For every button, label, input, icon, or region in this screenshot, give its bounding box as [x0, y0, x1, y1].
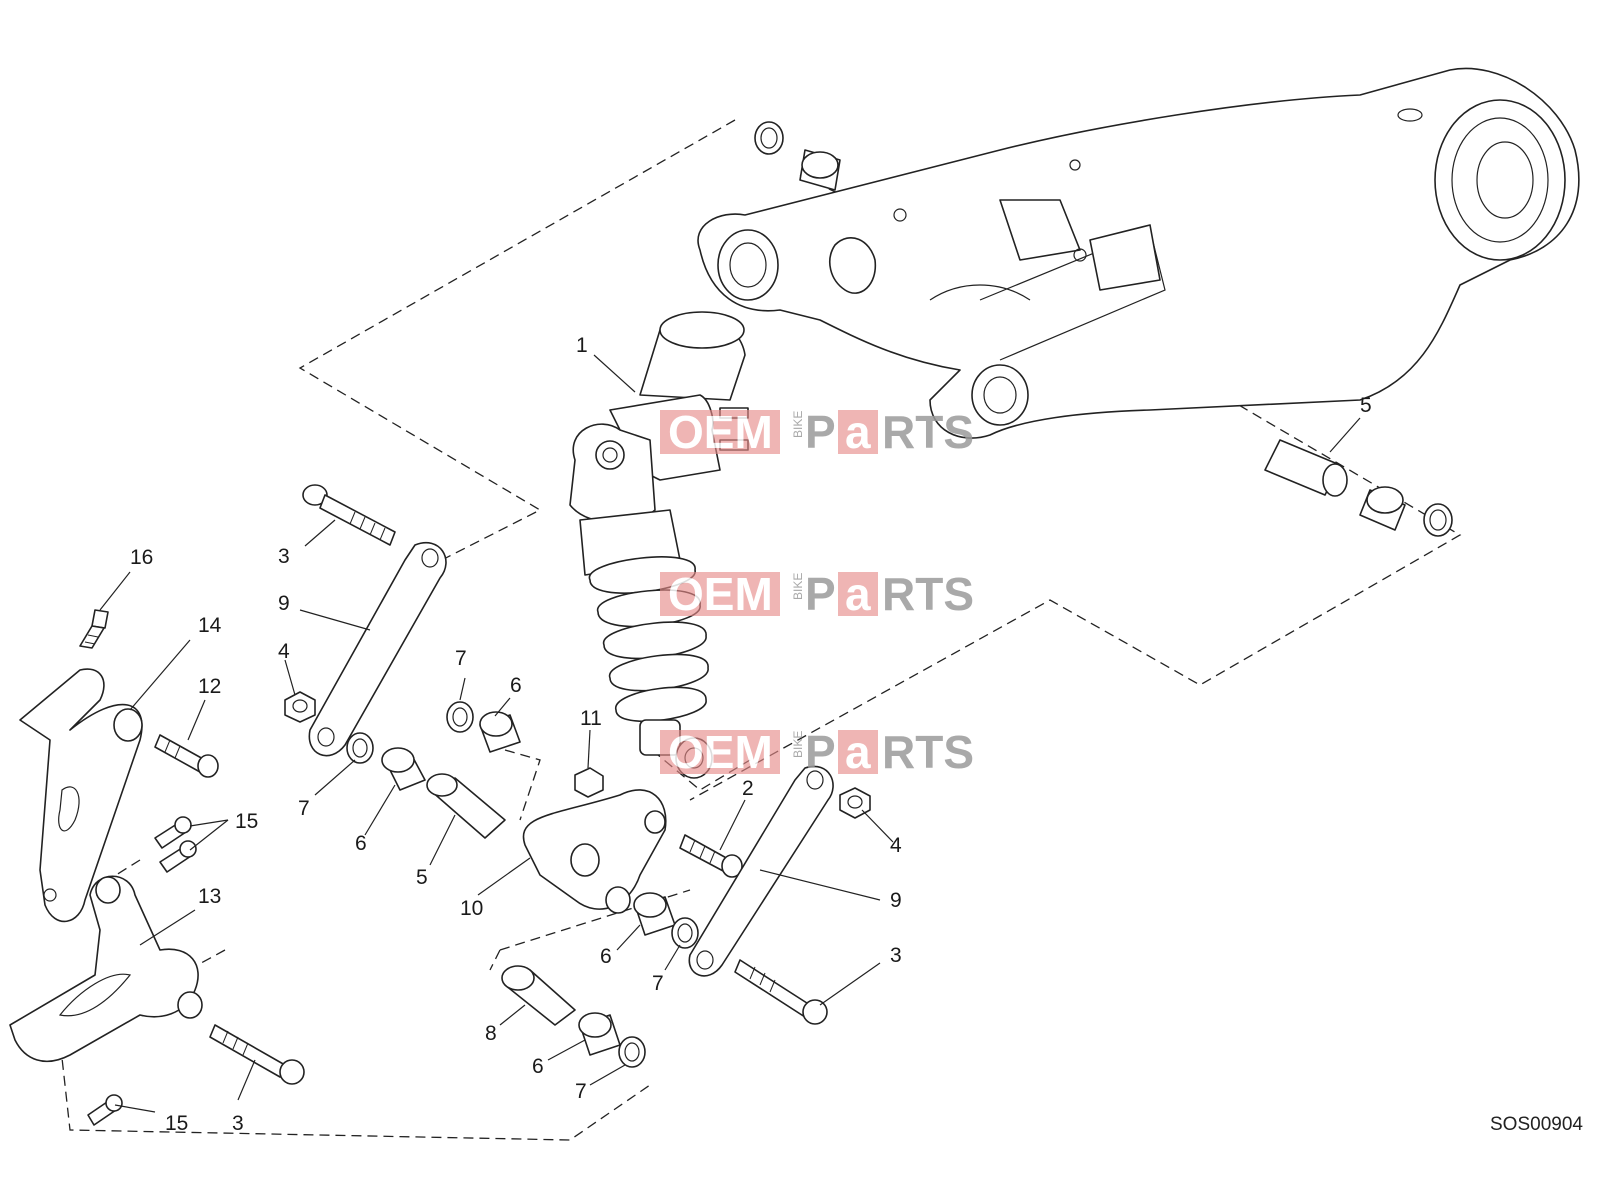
bolt-15-bottom — [87, 1094, 123, 1126]
svg-text:P: P — [805, 726, 836, 778]
svg-text:a: a — [845, 568, 871, 620]
bracket-14 — [19, 668, 143, 923]
svg-text:P: P — [805, 406, 836, 458]
svg-text:OEM: OEM — [668, 568, 773, 620]
watermark-logo: OEM BIKE P a RTS — [660, 406, 974, 458]
ring-7-a — [346, 732, 374, 764]
bolt-12 — [154, 734, 219, 778]
bolt-16 — [79, 609, 109, 649]
link-9-right — [688, 765, 834, 977]
watermark-logo: OEM BIKE P a RTS — [660, 568, 974, 620]
bush-6-c — [633, 892, 676, 936]
callout-10: 10 — [460, 897, 483, 920]
ring-right — [1423, 503, 1453, 537]
bolt-3-right — [734, 959, 828, 1025]
callout-14: 14 — [198, 614, 222, 637]
callout-7-a: 7 — [455, 647, 467, 670]
nut-11 — [574, 767, 604, 798]
svg-text:OEM: OEM — [668, 726, 773, 778]
svg-text:OEM: OEM — [668, 406, 773, 458]
callout-5-b: 5 — [416, 866, 428, 889]
callout-1: 1 — [576, 334, 588, 357]
svg-text:a: a — [845, 726, 871, 778]
bolts-15-pair — [154, 816, 197, 873]
callout-3-a: 3 — [278, 545, 290, 568]
svg-text:RTS: RTS — [882, 726, 974, 778]
callout-6-a: 6 — [510, 674, 522, 697]
callout-3-c: 3 — [232, 1112, 244, 1135]
ring-7-b — [446, 701, 474, 733]
bracket-13 — [9, 875, 203, 1063]
callout-4-a: 4 — [278, 640, 290, 663]
callout-13: 13 — [198, 885, 221, 908]
diagram-code: SOS00904 — [1490, 1114, 1583, 1135]
callout-8: 8 — [485, 1022, 497, 1045]
spacer-right — [1359, 486, 1406, 531]
spacer-top — [799, 149, 841, 191]
bush-6-d — [578, 1012, 621, 1056]
svg-text:RTS: RTS — [882, 568, 974, 620]
leader-lines — [99, 354, 1361, 1113]
sleeve-8 — [501, 965, 576, 1026]
callout-9-b: 9 — [890, 889, 902, 912]
bolt-2 — [679, 834, 743, 878]
callout-9-a: 9 — [278, 592, 290, 615]
svg-text:BIKE: BIKE — [791, 731, 805, 758]
nut-4-left — [284, 691, 316, 723]
callout-6-b: 6 — [355, 832, 367, 855]
callout-7-c: 7 — [652, 972, 664, 995]
ring-7-c — [671, 917, 699, 949]
sleeve-5 — [426, 773, 506, 839]
callout-7-d: 7 — [575, 1080, 587, 1103]
callout-2: 2 — [742, 777, 754, 800]
callout-7-b: 7 — [298, 797, 310, 820]
callout-5-a: 5 — [1360, 394, 1372, 417]
svg-text:BIKE: BIKE — [791, 411, 805, 438]
svg-text:RTS: RTS — [882, 406, 974, 458]
svg-text:a: a — [845, 406, 871, 458]
bolt-3-bottom — [209, 1024, 305, 1085]
callout-16: 16 — [130, 546, 153, 569]
callout-15-a: 15 — [235, 810, 258, 833]
pin-right — [1264, 439, 1348, 497]
bush-6-a — [381, 747, 426, 791]
callout-15-b: 15 — [165, 1112, 188, 1135]
ring-top — [754, 121, 784, 155]
callout-12: 12 — [198, 675, 221, 698]
callout-4-b: 4 — [890, 834, 902, 857]
rocker-10 — [522, 789, 667, 914]
shock-spring — [589, 556, 709, 722]
callout-6-d: 6 — [532, 1055, 544, 1078]
callout-3-b: 3 — [890, 944, 902, 967]
callout-labels: 1 5 16 14 12 15 13 3 9 4 7 6 7 6 5 10 11… — [130, 334, 1372, 1135]
callout-11: 11 — [580, 707, 602, 730]
svg-text:BIKE: BIKE — [791, 573, 805, 600]
swingarm — [697, 67, 1580, 439]
watermark-group: OEM BIKE P a RTS OEM BIKE P a RTS OEM BI… — [660, 406, 974, 778]
bush-6-b — [479, 711, 521, 753]
link-9-left — [308, 542, 447, 757]
bolt-3-top — [302, 484, 396, 546]
watermark-logo: OEM BIKE P a RTS — [660, 726, 974, 778]
ring-7-d — [618, 1036, 646, 1068]
svg-text:P: P — [805, 568, 836, 620]
callout-6-c: 6 — [600, 945, 612, 968]
